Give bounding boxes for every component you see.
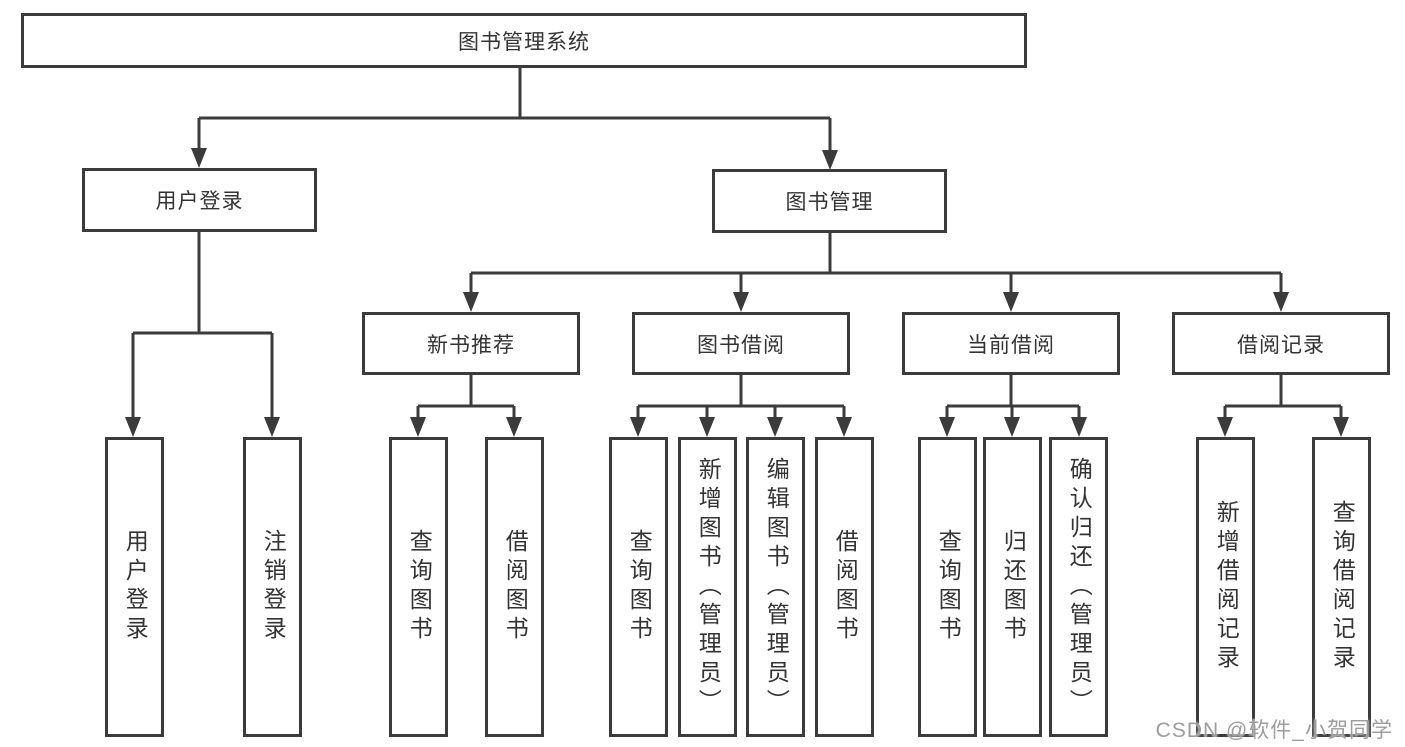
leaf-logout: 注销登录 [243, 437, 302, 737]
node-borrow-records: 借阅记录 [1172, 312, 1390, 375]
leaf-query-books-borrow: 查询图书 [609, 437, 668, 737]
leaf-borrow-books: 借阅图书 [815, 437, 874, 737]
leaf-query-borrow-record: 查询借阅记录 [1312, 437, 1371, 737]
csdn-watermark: CSDN @软件_小贺同学 [1155, 719, 1393, 742]
leaf-user-login: 用户登录 [105, 437, 164, 737]
leaf-confirm-return-admin: 确认归还（管理员） [1049, 437, 1108, 737]
node-root-system: 图书管理系统 [21, 13, 1027, 68]
leaf-borrow-books-recommend: 借阅图书 [485, 437, 544, 737]
leaf-add-borrow-record: 新增借阅记录 [1196, 437, 1255, 737]
leaf-add-book-admin: 新增图书（管理员） [678, 437, 737, 737]
node-current-borrow: 当前借阅 [902, 312, 1120, 375]
leaf-edit-book-admin: 编辑图书（管理员） [746, 437, 805, 737]
leaf-return-books: 归还图书 [983, 437, 1042, 737]
node-book-management: 图书管理 [712, 169, 947, 233]
node-user-login: 用户登录 [82, 168, 317, 232]
leaf-query-books-current: 查询图书 [918, 437, 977, 737]
leaf-query-books-recommend: 查询图书 [389, 437, 448, 737]
node-new-book-recommend: 新书推荐 [362, 312, 580, 375]
node-book-borrow: 图书借阅 [632, 312, 850, 375]
